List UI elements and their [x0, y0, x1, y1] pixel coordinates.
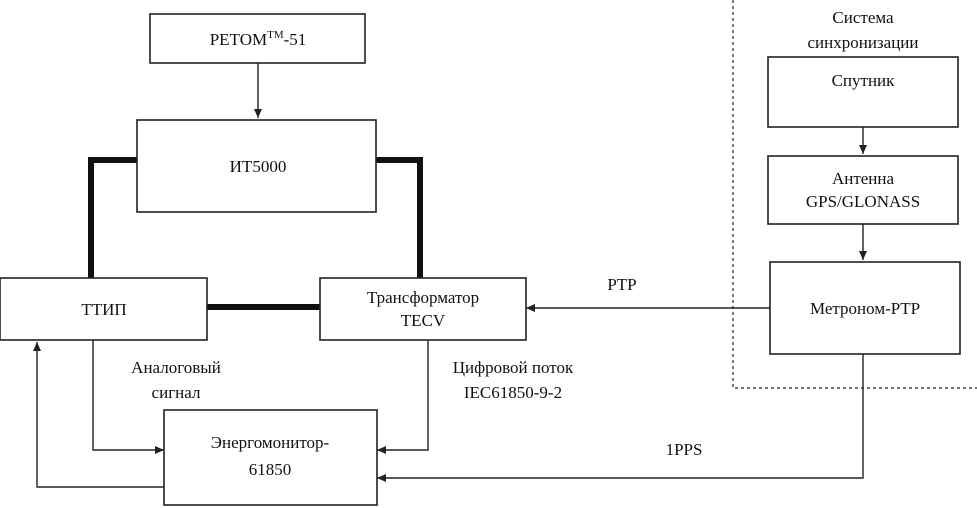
box-energomonitor-line2: 61850: [249, 460, 292, 479]
arrow-pps-metronom-to-energomonitor: [377, 354, 864, 482]
box-it5000-label: ИТ5000: [230, 157, 287, 176]
box-antenna-line1: Антенна: [832, 169, 895, 188]
box-energomonitor-line1: Энергомонитор-: [211, 433, 330, 452]
box-antenna: Антенна GPS/GLONASS: [767, 155, 959, 225]
box-metronom: Метроном-PTP: [769, 261, 961, 355]
box-energomonitor: Энергомонитор- 61850: [163, 409, 378, 506]
label-analog-line1: Аналоговый: [131, 358, 221, 377]
label-digital-line1: Цифровой поток: [453, 358, 574, 377]
box-it5000: ИТ5000: [136, 119, 377, 213]
thick-loop-right: [376, 157, 423, 278]
box-ttip: ТТИП: [0, 277, 208, 341]
thick-loop-left: [88, 157, 137, 278]
label-analog-line2: сигнал: [152, 383, 201, 402]
box-transformer-line1: Трансформатор: [367, 288, 479, 307]
sync-system-title-line1: Система: [832, 8, 894, 27]
box-retom: РЕТОМTM-51: [149, 13, 366, 64]
label-digital-line2: IEC61850-9-2: [464, 383, 562, 402]
arrow-ttip-analog-to-energomonitor: [92, 340, 164, 454]
box-ttip-label: ТТИП: [81, 300, 126, 319]
box-satellite: Спутник: [767, 56, 959, 128]
label-pps: 1PPS: [666, 440, 703, 459]
arrow-transformer-digital-to-energomonitor: [377, 340, 429, 454]
label-ptp: PTP: [607, 275, 636, 294]
box-retom-label: РЕТОМTM-51: [210, 29, 307, 49]
box-transformer: Трансформатор TECV: [319, 277, 527, 341]
box-satellite-label: Спутник: [832, 71, 896, 90]
arrow-energomonitor-to-ttip: [33, 342, 164, 488]
box-transformer-line2: TECV: [401, 311, 446, 330]
box-antenna-line2: GPS/GLONASS: [806, 192, 920, 211]
sync-system-title-line2: синхронизации: [808, 33, 919, 52]
box-metronom-label: Метроном-PTP: [810, 299, 920, 318]
